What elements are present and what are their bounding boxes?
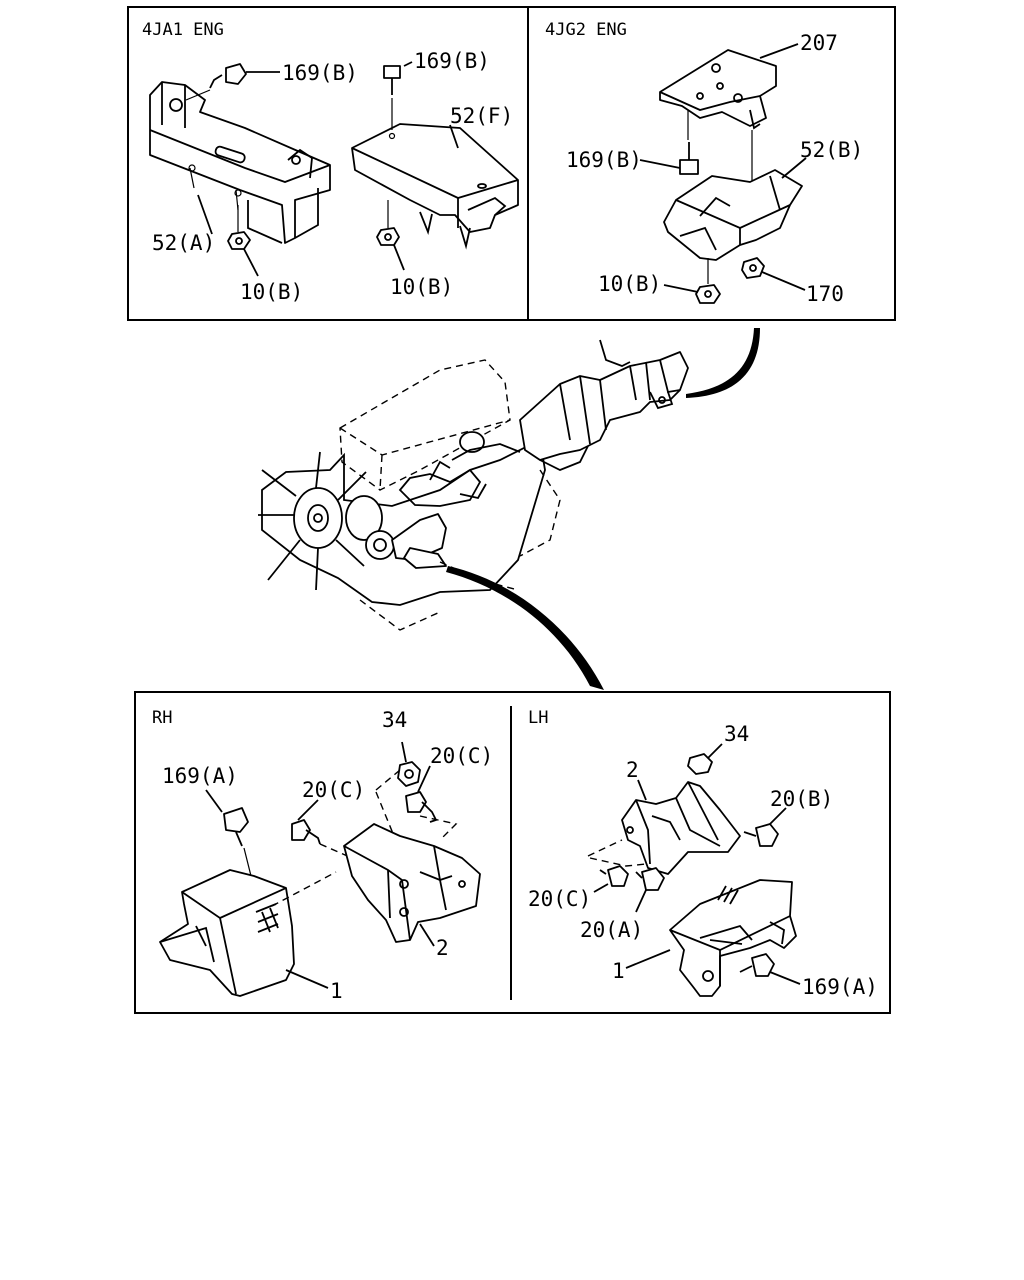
panel-4jg2: 4JG2 ENG 207 169(B) — [545, 20, 863, 306]
mount-insulator-52f — [351, 123, 519, 250]
top-frame — [127, 6, 896, 321]
bolt-169b-4jg2 — [639, 142, 699, 175]
nut-170 — [741, 257, 806, 291]
label-20b-lh: 20(B) — [770, 787, 833, 811]
bolt-20c-lh — [593, 865, 629, 893]
label-169a-rh: 169(A) — [162, 764, 238, 788]
label-20a-lh: 20(A) — [580, 918, 643, 942]
label-169b-4jg2: 169(B) — [566, 148, 642, 172]
panel-rh: RH 34 20(C) 169(A) — [152, 708, 493, 1003]
label-10b-left: 10(B) — [240, 280, 303, 304]
label-207: 207 — [800, 31, 838, 55]
label-2-lh: 2 — [626, 758, 639, 782]
mount-bracket-52a — [149, 81, 331, 244]
mount-insulator-1-lh — [625, 879, 797, 997]
leader-arrow-4jg2 — [686, 328, 760, 398]
label-20c-rh-upper: 20(C) — [430, 744, 493, 768]
label-52b: 52(B) — [800, 138, 863, 162]
label-52a: 52(A) — [152, 231, 215, 255]
panel-header-lh: LH — [528, 708, 548, 728]
bracket-207 — [659, 43, 799, 130]
panel-header-4jg2: 4JG2 ENG — [545, 20, 627, 40]
label-169b-left: 169(B) — [282, 61, 358, 85]
label-20c-rh-lower: 20(C) — [302, 778, 365, 802]
label-1-rh: 1 — [330, 979, 343, 1003]
bolt-20c-rh-lower — [291, 799, 353, 859]
washer-34-rh — [397, 741, 421, 787]
label-34-rh: 34 — [382, 708, 407, 732]
leader-arrow-mounts — [446, 566, 604, 690]
nut-10b-left — [227, 205, 259, 277]
bracket-2-lh — [621, 779, 741, 875]
bolt-169a-lh — [739, 953, 801, 985]
panel-header-rh: RH — [152, 708, 172, 728]
bolt-20c-rh-upper — [405, 765, 438, 823]
mount-insulator-52b — [663, 157, 807, 261]
label-10b-4jg2: 10(B) — [598, 272, 661, 296]
bolt-20b-lh — [743, 807, 787, 847]
cooling-fan — [258, 451, 367, 591]
label-169b-right: 169(B) — [414, 49, 490, 73]
label-169a-lh: 169(A) — [802, 975, 878, 999]
label-20c-lh: 20(C) — [528, 887, 591, 911]
bolt-169b-left — [185, 63, 280, 101]
engine-transmission-illustration — [258, 328, 760, 690]
mount-insulator-1-rh — [159, 869, 337, 997]
nut-10b-4jg2 — [663, 258, 721, 304]
transmission — [519, 339, 689, 557]
bottom-frame — [134, 691, 891, 1014]
panel-4ja1: 4JA1 ENG 169(B) — [142, 20, 519, 304]
panel-header-4ja1: 4JA1 ENG — [142, 20, 224, 40]
label-2-rh: 2 — [436, 936, 449, 960]
bolt-169a-rh — [205, 789, 253, 881]
nut-34-lh — [687, 743, 723, 775]
bolt-169b-right — [383, 61, 413, 130]
bracket-2-rh — [343, 823, 481, 947]
label-10b-right: 10(B) — [390, 275, 453, 299]
label-52f: 52(F) — [450, 104, 513, 128]
panel-lh: LH 34 2 20(B) — [528, 708, 878, 999]
label-1-lh: 1 — [612, 959, 625, 983]
bolt-20a-lh — [635, 867, 665, 913]
label-170: 170 — [806, 282, 844, 306]
label-34-lh: 34 — [724, 722, 749, 746]
nut-10b-right — [376, 200, 405, 271]
